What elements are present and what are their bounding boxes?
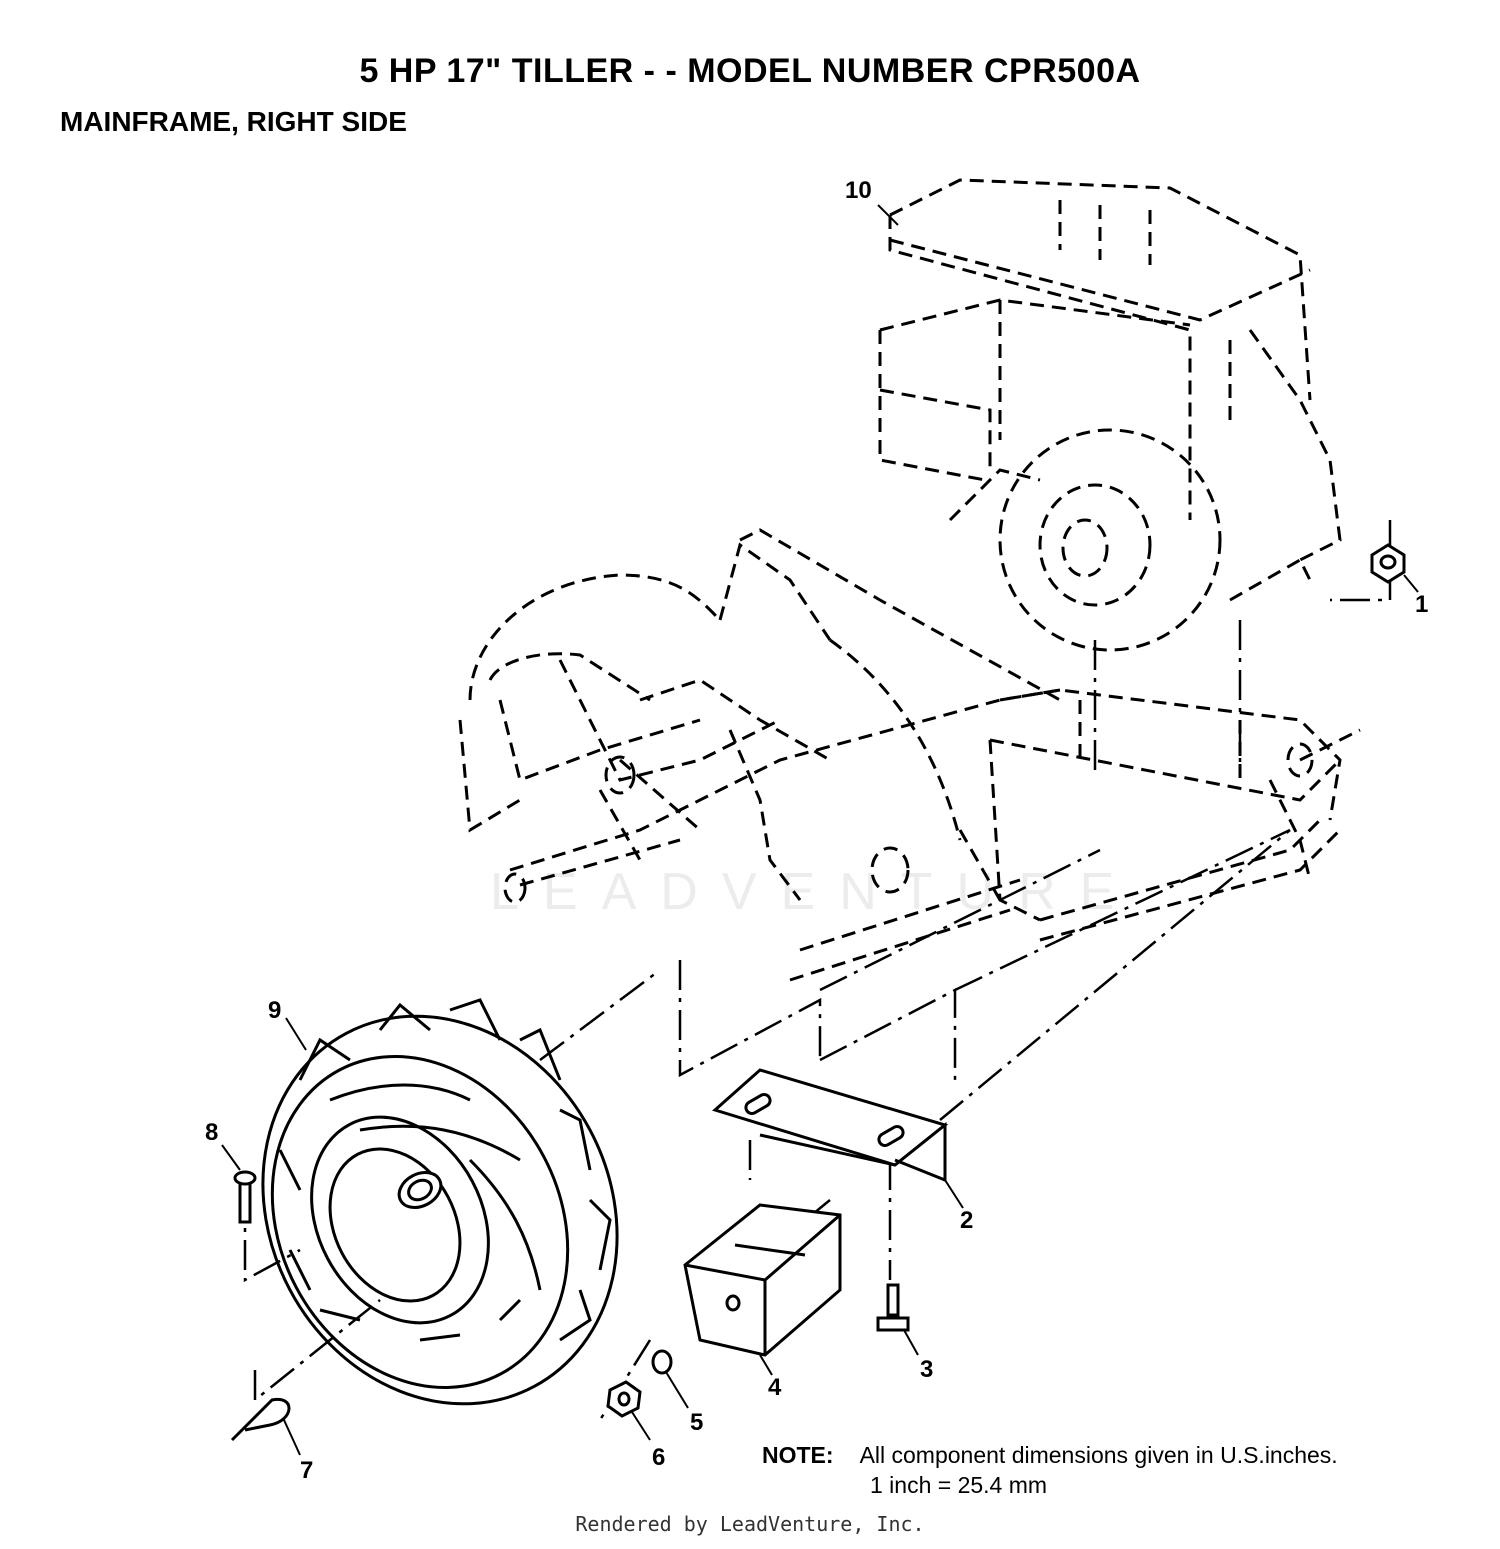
footer-credit: Rendered by LeadVenture, Inc. bbox=[575, 1512, 925, 1536]
diagram-title: 5 HP 17" TILLER - - MODEL NUMBER CPR500A bbox=[359, 52, 1141, 90]
diagram-subtitle: MAINFRAME, RIGHT SIDE bbox=[60, 106, 407, 137]
callout-7: 7 bbox=[300, 1457, 313, 1484]
engine-drawing bbox=[878, 178, 1342, 770]
flange-nut-drawing bbox=[1370, 543, 1406, 584]
callout-9: 9 bbox=[268, 997, 281, 1024]
pins-drawing bbox=[230, 1170, 291, 1442]
bracket-drawing bbox=[712, 1068, 949, 1183]
note-line-1: All component dimensions given in U.S.in… bbox=[859, 1442, 1338, 1468]
callout-4: 4 bbox=[768, 1374, 782, 1401]
callout-6: 6 bbox=[652, 1444, 665, 1471]
note-label: NOTE: bbox=[762, 1442, 834, 1468]
mainframe-drawing bbox=[789, 688, 1361, 982]
callout-5: 5 bbox=[690, 1409, 703, 1436]
weight-drawing bbox=[683, 1203, 842, 1357]
centerlines bbox=[243, 520, 1392, 1421]
leader-lines bbox=[221, 204, 1419, 1456]
callout-10: 10 bbox=[845, 177, 872, 204]
callout-3: 3 bbox=[920, 1356, 933, 1383]
wheel-drawing bbox=[261, 998, 619, 1406]
callout-8: 8 bbox=[205, 1119, 218, 1146]
callout-2: 2 bbox=[960, 1207, 973, 1234]
callout-1: 1 bbox=[1415, 591, 1428, 618]
washer-nut-drawing bbox=[606, 1349, 673, 1418]
dimensions-note: NOTE: All component dimensions given in U… bbox=[762, 1442, 1338, 1498]
tine-assembly-drawing bbox=[458, 528, 1061, 904]
bolt-drawing bbox=[876, 1283, 910, 1332]
note-line-2: 1 inch = 25.4 mm bbox=[870, 1472, 1048, 1498]
